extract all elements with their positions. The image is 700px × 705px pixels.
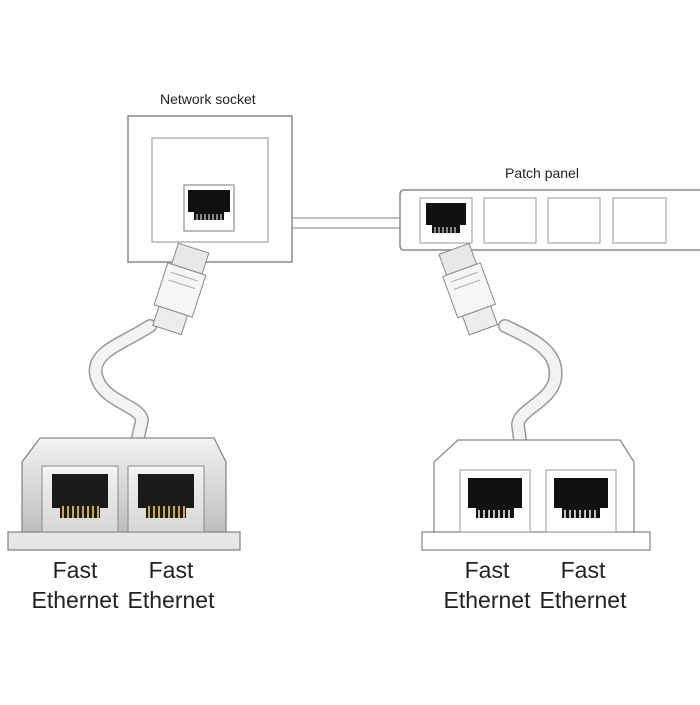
network-socket xyxy=(127,115,293,263)
network-socket-label: Network socket xyxy=(160,91,256,107)
port-label-line1: Fast xyxy=(464,557,510,583)
right-patch-cable xyxy=(438,242,563,447)
left-port-1-label: Fast Ethernet xyxy=(20,555,130,615)
rj45-port-icon xyxy=(41,465,119,533)
right-splitter xyxy=(421,439,651,551)
rj45-jack-icon xyxy=(426,203,466,233)
rj45-plug-icon xyxy=(438,242,499,336)
empty-port xyxy=(612,197,667,244)
right-port-2-label: Fast Ethernet xyxy=(528,555,638,615)
rj45-plug-icon xyxy=(152,242,210,336)
port-label-line1: Fast xyxy=(148,557,194,583)
wall-cable xyxy=(292,217,400,229)
port-label-line2: Ethernet xyxy=(127,587,215,613)
rj45-jack-icon xyxy=(183,184,235,232)
rj45-port-icon xyxy=(127,465,205,533)
port-label-line2: Ethernet xyxy=(31,587,119,613)
rj45-port-icon xyxy=(459,469,531,533)
rj45-port-icon xyxy=(545,469,617,533)
patch-panel-label: Patch panel xyxy=(505,165,579,181)
port-label-line1: Fast xyxy=(52,557,98,583)
left-splitter xyxy=(7,437,241,551)
patch-panel xyxy=(399,189,700,251)
empty-port xyxy=(483,197,537,244)
port-label-line2: Ethernet xyxy=(539,587,627,613)
right-port-1-label: Fast Ethernet xyxy=(432,555,542,615)
port-label-line1: Fast xyxy=(560,557,606,583)
empty-port xyxy=(547,197,601,244)
left-patch-cable xyxy=(88,242,210,445)
left-port-2-label: Fast Ethernet xyxy=(116,555,226,615)
port-label-line2: Ethernet xyxy=(443,587,531,613)
